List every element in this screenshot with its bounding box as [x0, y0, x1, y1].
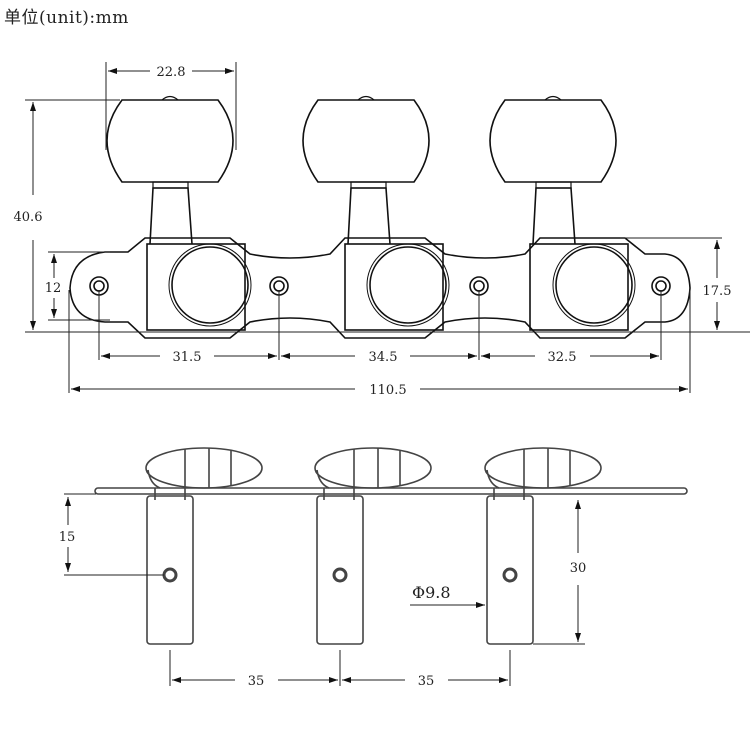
dim-post-spacing-2: 35 — [418, 674, 435, 689]
gear-circle-1 — [171, 246, 249, 324]
dim-hole-spacing-1: 31.5 — [173, 350, 202, 365]
dim-knob-width: 22.8 — [157, 65, 186, 80]
side-knob-3 — [484, 447, 602, 500]
dim-post-spacing-1: 35 — [248, 674, 265, 689]
string-hole-2 — [332, 567, 348, 583]
gear-circle-2 — [369, 246, 447, 324]
side-plate — [94, 487, 688, 495]
top-view — [69, 95, 691, 339]
dim-end-tab-height: 12 — [45, 281, 62, 296]
dim-post-diameter: Φ9.8 — [412, 583, 451, 602]
post-3 — [486, 495, 534, 645]
knob-1 — [106, 99, 234, 183]
post-1 — [146, 495, 194, 645]
gear-housing-1 — [146, 243, 246, 331]
side-knob-2 — [314, 447, 432, 500]
dim-plate-height: 17.5 — [703, 284, 732, 299]
dim-post-hole-offset: 15 — [59, 530, 76, 545]
gear-circle-3 — [555, 246, 633, 324]
string-hole-3 — [502, 567, 518, 583]
shaft-1 — [149, 187, 193, 245]
dim-total-height: 40.6 — [14, 210, 43, 225]
gear-housing-3 — [529, 243, 629, 331]
unit-label: 单位(unit):mm — [4, 8, 129, 28]
knob-2 — [302, 99, 430, 183]
top-view-dimensions — [25, 62, 750, 393]
knob-3 — [489, 99, 617, 183]
dim-post-length: 30 — [570, 561, 587, 576]
shaft-3 — [532, 187, 576, 245]
side-view — [94, 447, 688, 645]
side-view-dimensions — [64, 493, 585, 686]
side-knob-1 — [145, 447, 263, 500]
string-hole-1 — [162, 567, 178, 583]
dim-overall-length: 110.5 — [369, 383, 406, 398]
dim-hole-spacing-3: 32.5 — [548, 350, 577, 365]
shaft-2 — [347, 187, 391, 245]
gear-housing-2 — [344, 243, 444, 331]
dim-hole-spacing-2: 34.5 — [369, 350, 398, 365]
post-2 — [316, 495, 364, 645]
